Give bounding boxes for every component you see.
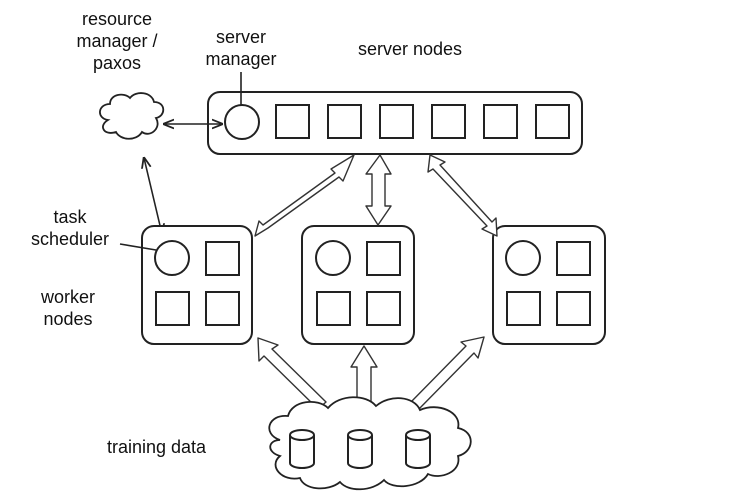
task-scheduler-line2: scheduler	[30, 229, 110, 249]
server-node-squares	[275, 104, 570, 139]
resource-manager-line3: paxos	[92, 53, 142, 73]
server-manager-line2: manager	[205, 49, 277, 69]
task-scheduler-node	[315, 240, 351, 276]
resource-manager-line1: resource	[81, 9, 153, 29]
data-partition-cylinder	[289, 429, 315, 469]
task-scheduler-node	[505, 240, 541, 276]
task-scheduler-label: task scheduler	[14, 206, 126, 250]
worker-node	[366, 241, 401, 276]
data-worker2-arrow	[350, 345, 378, 403]
server-node	[275, 104, 310, 139]
resource-manager-line2: manager /	[76, 31, 158, 51]
server-worker2-arrow	[365, 154, 392, 226]
data-worker1-arrow	[257, 337, 327, 410]
cloud-task-scheduler-arrow	[144, 158, 162, 234]
worker-node	[506, 291, 541, 326]
worker-node	[205, 241, 240, 276]
resource-manager-cloud	[99, 92, 165, 140]
worker-node	[556, 291, 591, 326]
server-node	[535, 104, 570, 139]
worker-nodes-line2: nodes	[43, 309, 93, 329]
task-scheduler-pointer	[119, 243, 157, 251]
worker-nodes-line1: worker	[40, 287, 95, 307]
task-scheduler-node	[154, 240, 190, 276]
worker-node	[155, 291, 190, 326]
worker-node	[366, 291, 401, 326]
worker-node	[316, 291, 351, 326]
resource-manager-label: resource manager / paxos	[58, 8, 176, 74]
data-partition-cylinder	[347, 429, 373, 469]
training-data-label: training data	[107, 437, 207, 457]
worker-node	[205, 291, 240, 326]
server-node	[431, 104, 466, 139]
server-worker3-arrow	[427, 154, 498, 237]
server-manager-label: server manager	[186, 26, 296, 70]
data-partition-cylinder	[405, 429, 431, 469]
server-node	[483, 104, 518, 139]
server-manager-line1: server	[215, 27, 266, 47]
data-worker3-arrow	[409, 336, 485, 411]
task-scheduler-line1: task	[53, 207, 87, 227]
server-worker1-arrow	[254, 154, 355, 237]
worker-nodes-label: worker nodes	[18, 286, 118, 330]
server-node	[379, 104, 414, 139]
server-manager-node	[224, 104, 260, 140]
server-node	[327, 104, 362, 139]
server-nodes-label: server nodes	[358, 39, 463, 59]
worker-node	[556, 241, 591, 276]
